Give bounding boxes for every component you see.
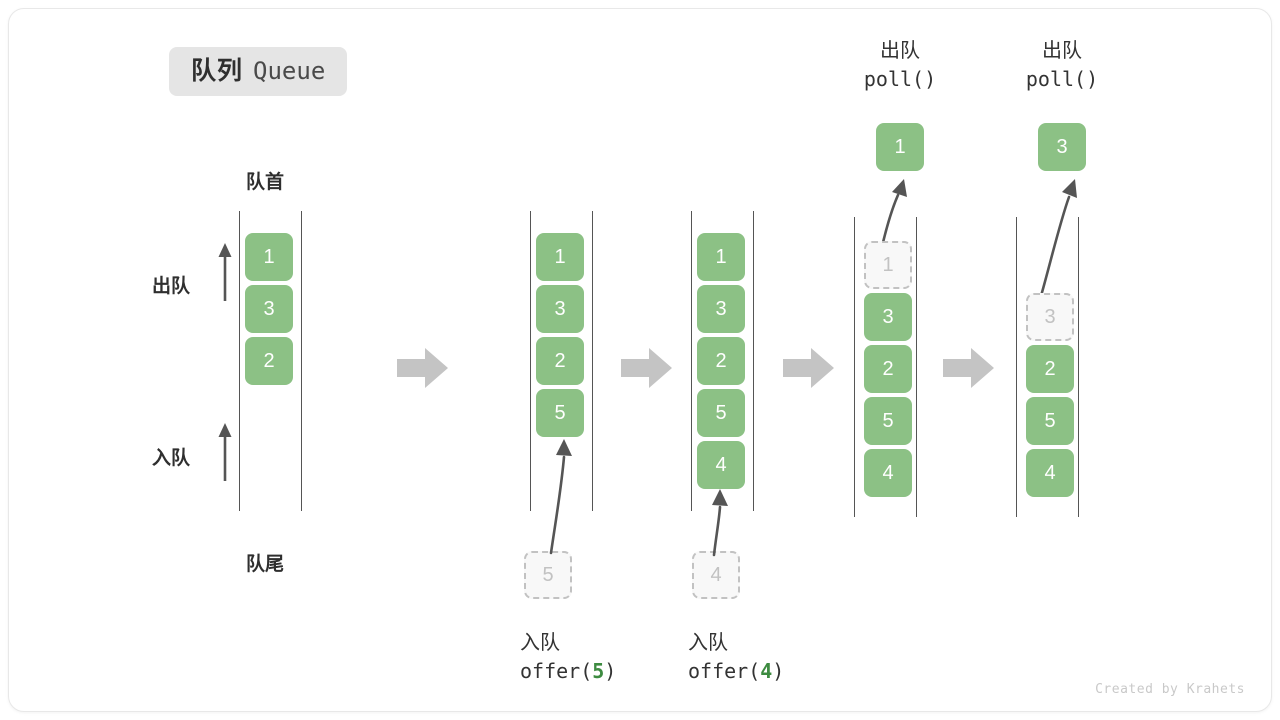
panel-caption-poll-3: 出队 poll(): [1014, 37, 1110, 94]
step-arrow-3: [783, 348, 834, 388]
caption-code: poll(): [863, 67, 937, 92]
rail-right: [1078, 217, 1079, 517]
queue-item: 2: [245, 337, 293, 385]
enqueue-motion-arrow: [549, 439, 572, 555]
queue-item-new: 4: [697, 441, 745, 489]
queue-item-ghost: 3: [1026, 293, 1074, 341]
queue-item: 3: [245, 285, 293, 333]
diagram-card: 队列 Queue 队首 队尾 出队 入队 1 3 2 1 3 2 5 5: [8, 8, 1272, 712]
caption-chinese: 入队: [688, 632, 728, 654]
queue-item: 3: [536, 285, 584, 333]
step-arrow-4: [943, 348, 994, 388]
queue-item-new: 5: [536, 389, 584, 437]
attribution-footer: Created by Krahets: [1095, 682, 1245, 697]
queue-item: 1: [536, 233, 584, 281]
step-arrow-2: [621, 348, 672, 388]
rail-right: [301, 211, 302, 511]
rail-left: [1016, 217, 1017, 517]
dequeue-direction-arrow: [218, 243, 232, 301]
queue-tail-label: 队尾: [246, 554, 285, 575]
panel-caption-offer-5: 入队 offer(5): [520, 629, 616, 686]
rail-left: [854, 217, 855, 517]
enqueue-motion-arrow: [712, 489, 728, 557]
queue-item: 5: [864, 397, 912, 445]
queue-item: 3: [697, 285, 745, 333]
panel-caption-offer-4: 入队 offer(4): [688, 629, 784, 686]
rail-right: [916, 217, 917, 517]
queue-item: 5: [697, 389, 745, 437]
rail-right: [753, 211, 754, 511]
title-english: Queue: [253, 57, 326, 85]
queue-item: 2: [536, 337, 584, 385]
queue-item: 2: [1026, 345, 1074, 393]
queue-item: 4: [1026, 449, 1074, 497]
rail-left: [239, 211, 240, 511]
queue-item: 1: [697, 233, 745, 281]
popped-item: 3: [1038, 123, 1086, 171]
caption-code: offer(4): [688, 659, 785, 684]
title-chinese: 队列: [191, 57, 244, 85]
queue-item: 3: [864, 293, 912, 341]
dequeue-direction-label: 出队: [152, 276, 191, 297]
caption-chinese: 出队: [880, 40, 920, 62]
panel-caption-poll-1: 出队 poll(): [852, 37, 948, 94]
queue-item-ghost: 1: [864, 241, 912, 289]
queue-item: 5: [1026, 397, 1074, 445]
enqueue-direction-arrow: [218, 423, 232, 481]
caption-chinese: 出队: [1042, 40, 1082, 62]
rail-right: [592, 211, 593, 511]
queue-item: 2: [697, 337, 745, 385]
queue-head-label: 队首: [246, 172, 285, 193]
caption-chinese: 入队: [520, 632, 560, 654]
step-arrow-1: [397, 348, 448, 388]
dequeue-motion-arrow: [1037, 179, 1077, 305]
diagram-stage: 队列 Queue 队首 队尾 出队 入队 1 3 2 1 3 2 5 5: [9, 9, 1271, 711]
caption-code: offer(5): [520, 659, 617, 684]
rail-left: [691, 211, 692, 511]
enqueue-direction-label: 入队: [152, 448, 191, 469]
caption-code: poll(): [1025, 67, 1099, 92]
queue-item: 1: [245, 233, 293, 281]
title-badge: 队列 Queue: [169, 47, 348, 96]
popped-item: 1: [876, 123, 924, 171]
rail-left: [530, 211, 531, 511]
queue-item: 2: [864, 345, 912, 393]
incoming-ghost-item: 4: [692, 551, 740, 599]
queue-item: 4: [864, 449, 912, 497]
incoming-ghost-item: 5: [524, 551, 572, 599]
